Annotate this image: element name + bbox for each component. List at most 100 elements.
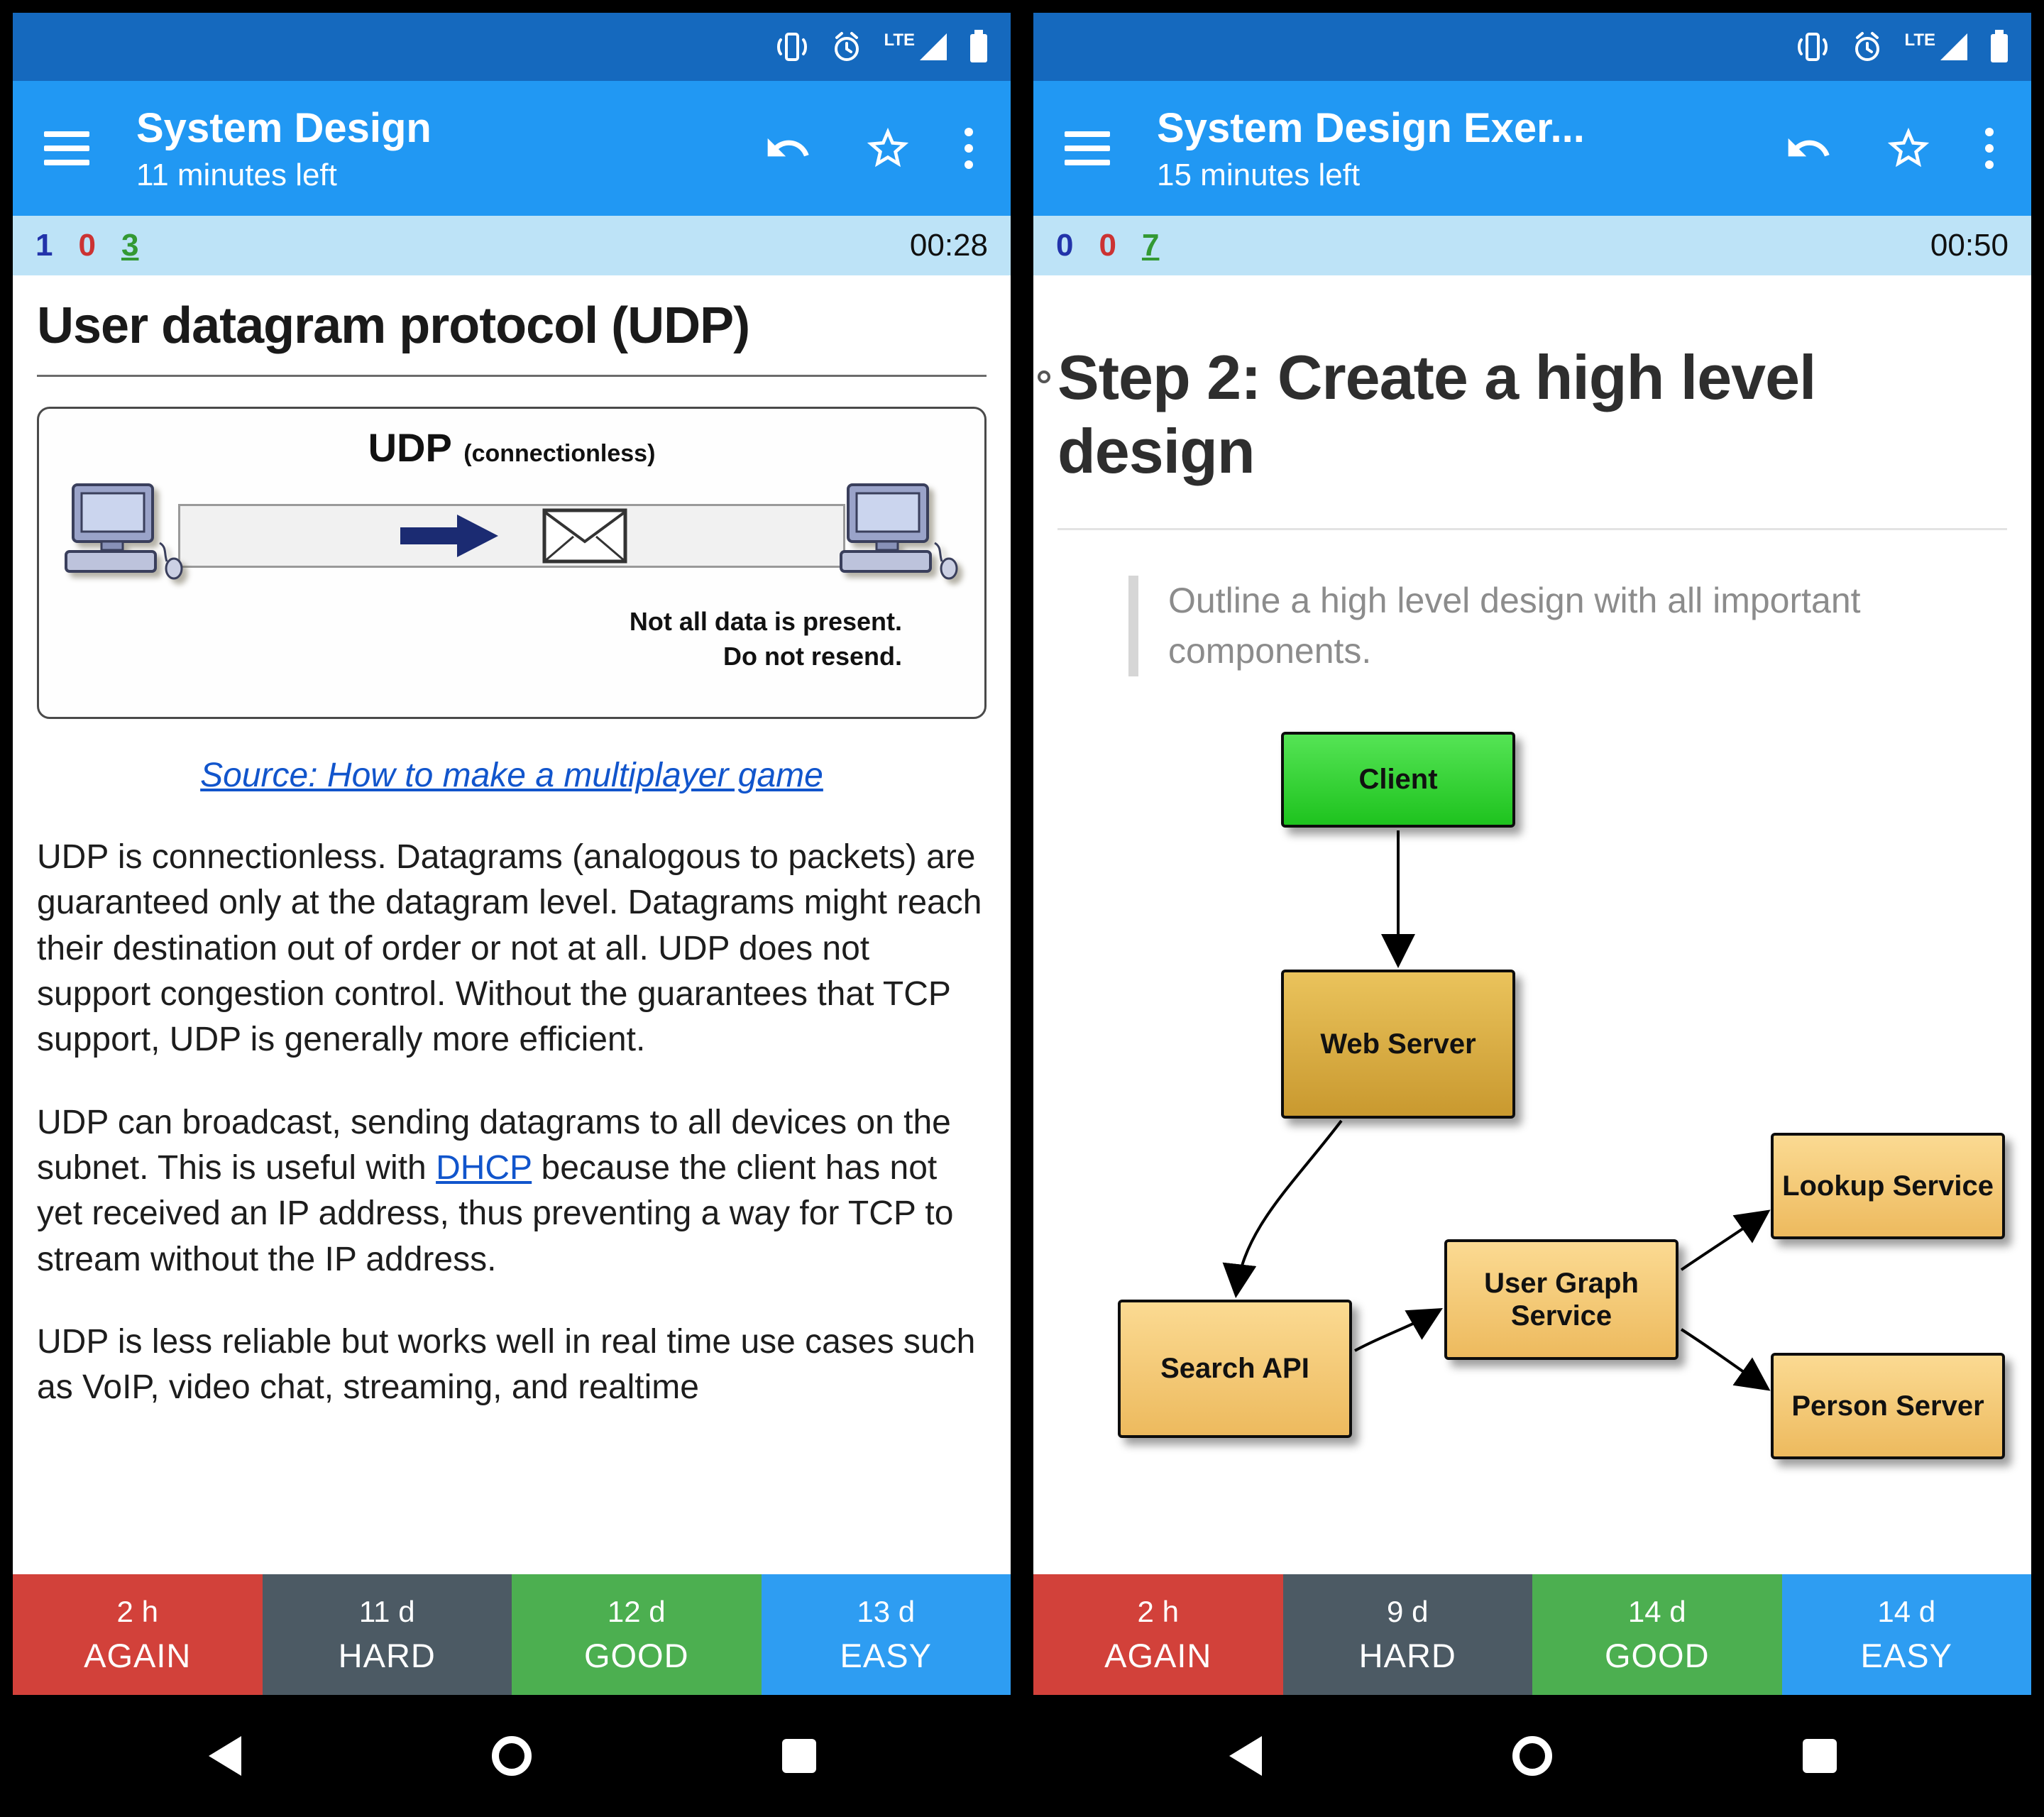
- good-button[interactable]: 12 d GOOD: [512, 1574, 762, 1695]
- hard-button[interactable]: 11 d HARD: [262, 1574, 512, 1695]
- diagram-node-web-server: Web Server: [1281, 969, 1515, 1119]
- hard-label: HARD: [338, 1636, 436, 1674]
- counter-bar: 0 0 7 00:50: [1033, 216, 2031, 275]
- hard-interval: 9 d: [1387, 1594, 1429, 1628]
- anchor-icon: [1038, 370, 1050, 383]
- status-bar: LTE: [1033, 13, 2031, 81]
- again-label: AGAIN: [84, 1636, 192, 1674]
- vibrate-icon: [1798, 33, 1828, 61]
- again-label: AGAIN: [1104, 1636, 1212, 1674]
- learn-count: 0: [78, 228, 96, 263]
- hard-button[interactable]: 9 d HARD: [1282, 1574, 1532, 1695]
- menu-icon[interactable]: [1065, 128, 1116, 168]
- back-button[interactable]: [204, 1733, 244, 1779]
- star-icon[interactable]: [1884, 123, 1933, 173]
- app-bar: System Design 11 minutes left: [13, 81, 1011, 216]
- paragraph-2: UDP can broadcast, sending datagrams to …: [37, 1100, 987, 1283]
- udp-figure-title: UDP: [368, 425, 452, 470]
- good-interval: 14 d: [1627, 1594, 1686, 1628]
- review-count: 3: [121, 228, 139, 263]
- card-timer: 00:28: [909, 228, 988, 263]
- again-interval: 2 h: [1137, 1594, 1179, 1628]
- easy-interval: 14 d: [1877, 1594, 1936, 1628]
- signal-icon: [920, 33, 947, 60]
- easy-label: EASY: [1860, 1636, 1952, 1674]
- hard-interval: 11 d: [358, 1594, 415, 1628]
- undo-icon[interactable]: [764, 124, 812, 172]
- good-label: GOOD: [1604, 1636, 1710, 1674]
- navigation-bar: [13, 1695, 1011, 1817]
- divider: [1057, 527, 2007, 530]
- easy-label: EASY: [840, 1636, 932, 1674]
- diagram-node-search-api: Search API: [1118, 1299, 1352, 1438]
- computer-icon-left: [60, 481, 188, 591]
- alarm-icon: [1855, 32, 1880, 61]
- menu-icon[interactable]: [44, 128, 95, 168]
- card-counts: 1 0 3: [35, 228, 138, 263]
- diagram-node-client: Client: [1281, 731, 1515, 828]
- phone-right: LTE System Design Exer... 15 minutes lef…: [1033, 13, 2031, 1817]
- source-link-wrap: Source: How to make a multiplayer game: [37, 756, 987, 795]
- easy-button[interactable]: 13 d EASY: [761, 1574, 1011, 1695]
- good-interval: 12 d: [607, 1594, 666, 1628]
- again-button[interactable]: 2 h AGAIN: [1033, 1574, 1283, 1695]
- phone-left: LTE System Design 11 minutes left: [13, 13, 1011, 1817]
- hard-label: HARD: [1358, 1636, 1456, 1674]
- app-actions: [1784, 123, 1994, 173]
- app-title: System Design: [136, 104, 432, 151]
- app-bar: System Design Exer... 15 minutes left: [1033, 81, 2031, 216]
- easy-button[interactable]: 14 d EASY: [1781, 1574, 2031, 1695]
- diagram-arrows: [1222, 830, 1771, 1391]
- card-heading-text: Step 2: Create a high level design: [1057, 342, 1816, 486]
- good-button[interactable]: 14 d GOOD: [1532, 1574, 1782, 1695]
- app-title-block: System Design 11 minutes left: [136, 104, 764, 193]
- overflow-menu-icon[interactable]: [964, 126, 974, 170]
- diagram-node-user-graph-service: User Graph Service: [1444, 1239, 1678, 1360]
- easy-interval: 13 d: [857, 1594, 916, 1628]
- paragraph-2-text-before: UDP can broadcast, sending datagrams to …: [37, 1103, 951, 1187]
- back-button[interactable]: [1225, 1733, 1265, 1779]
- battery-icon: [1991, 30, 2008, 62]
- paragraph-2-text-after: because the client has not yet received …: [37, 1148, 954, 1278]
- counter-bar: 1 0 3 00:28: [13, 216, 1011, 275]
- card-counts: 0 0 7: [1056, 228, 1159, 263]
- architecture-diagram: Client Web Server Search API User Graph …: [1057, 731, 2007, 1527]
- star-icon[interactable]: [863, 123, 913, 173]
- diagram-node-lookup-service: Lookup Service: [1771, 1132, 2005, 1239]
- overflow-menu-icon[interactable]: [1984, 126, 1994, 170]
- arrow-icon: [400, 514, 498, 557]
- diagram-node-person-server: Person Server: [1771, 1352, 2005, 1459]
- card-content: Step 2: Create a high level design Outli…: [1033, 275, 2031, 1574]
- good-label: GOOD: [583, 1636, 689, 1674]
- computer-icon-right: [835, 481, 963, 591]
- recents-button[interactable]: [779, 1736, 819, 1776]
- network-type-label: LTE: [884, 31, 915, 50]
- quote-block: Outline a high level design with all imp…: [1128, 575, 2007, 676]
- review-count: 7: [1141, 228, 1160, 263]
- battery-icon: [970, 30, 987, 62]
- vibrate-icon: [777, 33, 808, 61]
- source-link[interactable]: Source: How to make a multiplayer game: [200, 757, 823, 794]
- udp-note-line1: Not all data is present.: [629, 607, 902, 636]
- app-subtitle: 11 minutes left: [136, 157, 337, 192]
- udp-figure-note: Not all data is present. Do not resend.: [60, 605, 963, 674]
- signal-indicator: LTE: [1904, 31, 1970, 63]
- card-heading: Step 2: Create a high level design: [1038, 341, 2007, 488]
- home-button[interactable]: [489, 1733, 534, 1779]
- divider: [37, 375, 987, 377]
- signal-indicator: LTE: [884, 31, 950, 63]
- recents-button[interactable]: [1800, 1736, 1840, 1776]
- new-count: 1: [35, 228, 53, 263]
- dhcp-link[interactable]: DHCP: [436, 1148, 532, 1187]
- home-button[interactable]: [1510, 1733, 1555, 1779]
- udp-figure-heading: UDP (connectionless): [60, 424, 963, 471]
- undo-icon[interactable]: [1784, 124, 1833, 172]
- app-title: System Design Exer...: [1157, 104, 1585, 151]
- udp-figure-qualifier: (connectionless): [463, 440, 656, 467]
- udp-figure: UDP (connectionless): [37, 407, 987, 719]
- again-button[interactable]: 2 h AGAIN: [13, 1574, 263, 1695]
- app-actions: [764, 123, 974, 173]
- again-interval: 2 h: [116, 1594, 158, 1628]
- paragraph-3: UDP is less reliable but works well in r…: [37, 1322, 976, 1407]
- card-timer: 00:50: [1930, 228, 2009, 263]
